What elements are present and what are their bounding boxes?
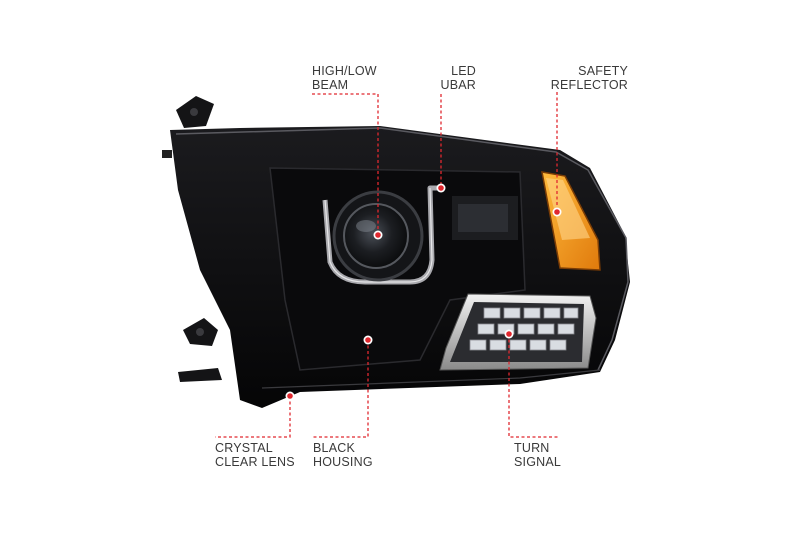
callout-dots — [285, 183, 562, 401]
callout-line: UBAR — [440, 78, 476, 92]
callout-safety-reflector: SAFETY REFLECTOR — [540, 64, 628, 92]
callout-line: CRYSTAL — [215, 441, 273, 455]
mounting-tabs — [162, 96, 222, 382]
callout-line: CLEAR LENS — [215, 455, 295, 469]
crystal-clear-lens-edge — [175, 127, 629, 371]
callout-line: REFLECTOR — [550, 78, 628, 92]
callout-led-ubar: LED UBAR — [416, 64, 476, 92]
callout-line: BLACK — [313, 441, 355, 455]
callout-line: HIGH/LOW — [312, 64, 377, 78]
callout-line: BEAM — [312, 78, 349, 92]
callout-line: TURN — [514, 441, 550, 455]
callout-line: LED — [451, 64, 476, 78]
callout-line: SAFETY — [578, 64, 628, 78]
callout-black-housing: BLACK HOUSING — [313, 441, 373, 469]
callout-crystal-clear-lens: CRYSTAL CLEAR LENS — [215, 441, 295, 469]
callout-high-low-beam: HIGH/LOW BEAM — [312, 64, 377, 92]
callout-line: HOUSING — [313, 455, 373, 469]
callout-line: SIGNAL — [514, 455, 562, 469]
callout-lines — [215, 92, 560, 438]
callout-turn-signal: TURN SIGNAL — [514, 441, 561, 469]
turn-signal — [439, 293, 597, 371]
